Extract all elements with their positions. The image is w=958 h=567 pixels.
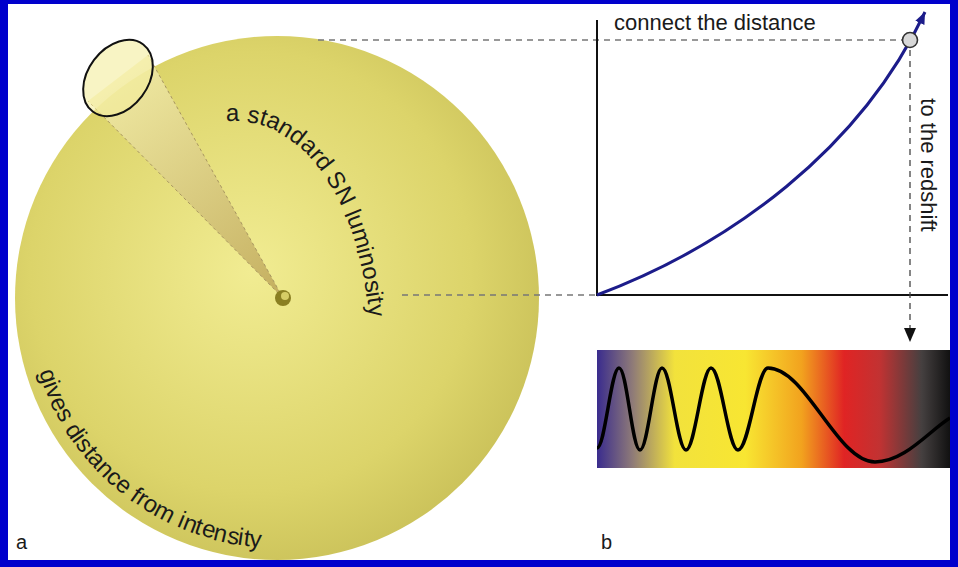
- text-guide: [36, 363, 342, 548]
- data-point: [903, 33, 918, 48]
- guide-line: [909, 50, 910, 330]
- slide-ground: [8, 4, 950, 560]
- letter: y: [249, 526, 263, 551]
- panel-letter: a: [16, 532, 27, 552]
- hubble-curve: [597, 12, 925, 295]
- aperture-ellipse: [69, 26, 167, 129]
- letter: a: [226, 101, 240, 125]
- axis-annotation: to the redshift: [917, 98, 939, 231]
- spectrum-bar: [597, 350, 950, 468]
- letter: y: [364, 303, 389, 318]
- cone-edge: [148, 55, 283, 298]
- sphere-annotation: a standard SN luminosity: [226, 101, 389, 318]
- sphere-annotation: gives distance from intensity: [35, 366, 263, 551]
- supernova-highlight: [281, 292, 289, 300]
- guide-line: [318, 39, 902, 40]
- text-guide: [222, 121, 372, 380]
- supernova-dot: [275, 290, 291, 306]
- luminosity-sphere: [15, 36, 539, 560]
- y-axis: [596, 20, 598, 296]
- axis-annotation: connect the distance: [614, 12, 816, 34]
- arrow-head: [904, 328, 916, 342]
- light-wave: [597, 368, 950, 462]
- cone-edge: [88, 101, 283, 298]
- guide-line: [402, 294, 596, 295]
- panel-letter: b: [601, 532, 612, 552]
- x-axis: [596, 294, 948, 296]
